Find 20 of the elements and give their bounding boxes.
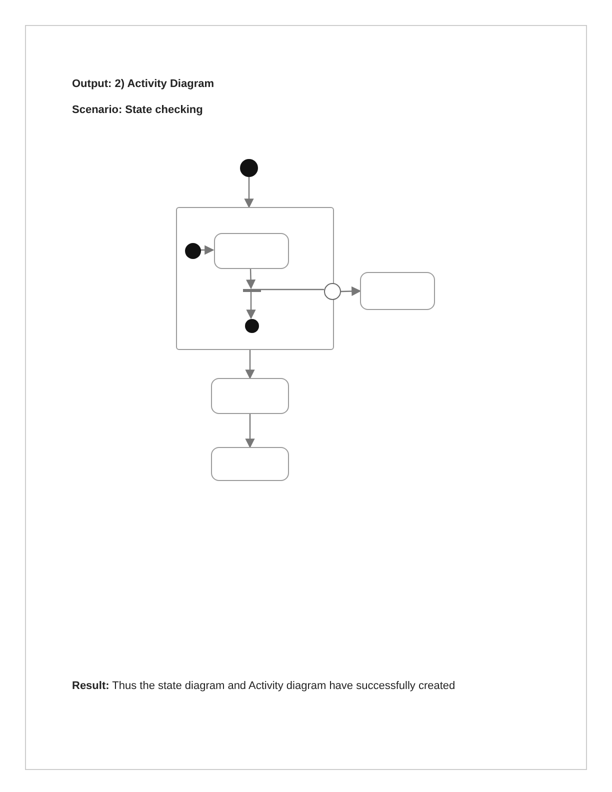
arrow xyxy=(340,286,362,296)
arrow xyxy=(244,177,254,208)
composite-state xyxy=(176,207,334,350)
arrow xyxy=(246,268,256,290)
result-text: Result: Thus the state diagram and Activity diagram have successfully created xyxy=(72,679,456,694)
state-circle xyxy=(185,243,201,259)
heading: Output: 2) Activity Diagram xyxy=(72,78,214,90)
state-box xyxy=(211,378,289,414)
state-box xyxy=(214,233,289,269)
arrow xyxy=(246,291,256,320)
arrow xyxy=(200,245,214,255)
arrow xyxy=(245,350,255,380)
state-circle xyxy=(245,319,259,333)
subheading: Scenario: State checking xyxy=(72,104,203,116)
state-box xyxy=(211,447,289,481)
state-box xyxy=(360,272,435,310)
junction-bar xyxy=(243,289,261,292)
choice-circle xyxy=(324,283,341,300)
arrow xyxy=(245,414,255,448)
state-circle xyxy=(240,159,258,177)
